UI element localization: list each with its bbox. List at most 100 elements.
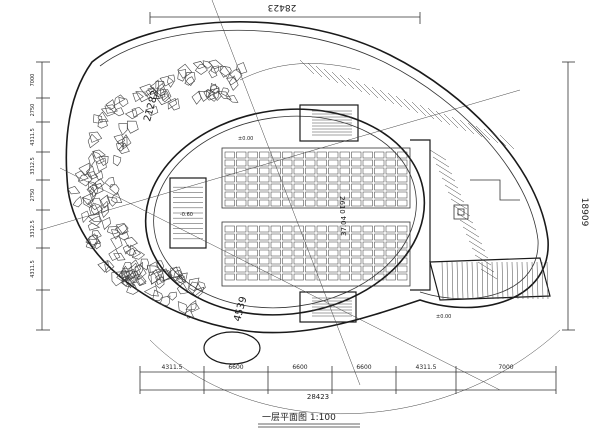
seat [259, 241, 270, 249]
seat [259, 175, 270, 183]
seat [293, 199, 304, 207]
ramp-southeast [429, 257, 551, 301]
seat [259, 225, 270, 233]
seat [305, 159, 316, 167]
seat [374, 233, 385, 241]
seat [328, 265, 339, 273]
dim-left-segment: 7000 [30, 74, 36, 87]
seat [351, 151, 362, 159]
seat [224, 273, 235, 281]
seat [351, 183, 362, 191]
main-hall-oval [144, 108, 426, 316]
seat [339, 257, 350, 265]
dimension-top: 28423 [149, 2, 421, 24]
seat [328, 233, 339, 241]
construction-lines [39, 0, 561, 415]
seat [293, 265, 304, 273]
seat [351, 257, 362, 265]
seat [374, 191, 385, 199]
seat [236, 167, 247, 175]
seating-lower-frame [221, 221, 411, 287]
seat [247, 241, 258, 249]
level-mark-b: -0.60 [180, 212, 193, 218]
seat [282, 233, 293, 241]
seat [351, 249, 362, 257]
seat [270, 199, 281, 207]
seat [293, 159, 304, 167]
seat [282, 257, 293, 265]
seat [328, 159, 339, 167]
seat [247, 225, 258, 233]
dim-top-label: 28423 [268, 2, 297, 12]
seat [385, 273, 396, 281]
seat [385, 159, 396, 167]
dim-bottom-segment: 7000 [498, 364, 513, 371]
seat [293, 225, 304, 233]
seat [316, 273, 327, 281]
seat [385, 183, 396, 191]
seat [305, 241, 316, 249]
seat [293, 175, 304, 183]
seat [351, 199, 362, 207]
seat [374, 183, 385, 191]
seat [305, 175, 316, 183]
seat [259, 167, 270, 175]
seat [247, 159, 258, 167]
seat [305, 183, 316, 191]
seat [339, 175, 350, 183]
seat [270, 225, 281, 233]
seat [374, 257, 385, 265]
seat [397, 183, 408, 191]
seat [236, 183, 247, 191]
seat [236, 225, 247, 233]
seat [374, 159, 385, 167]
seat [247, 233, 258, 241]
seat [385, 249, 396, 257]
seat [236, 199, 247, 207]
seat [293, 183, 304, 191]
seat [270, 241, 281, 249]
seat [339, 249, 350, 257]
seat [293, 273, 304, 281]
seat [397, 265, 408, 273]
seat [259, 273, 270, 281]
seat [247, 199, 258, 207]
dim-left-segment: 4311.5 [30, 260, 36, 278]
seat [270, 273, 281, 281]
seat [305, 167, 316, 175]
seat [362, 167, 373, 175]
seat [236, 233, 247, 241]
seat [224, 233, 235, 241]
seat [374, 167, 385, 175]
seat [328, 225, 339, 233]
seat [339, 167, 350, 175]
dim-left-segment: 2750 [30, 189, 36, 202]
seat [362, 175, 373, 183]
seat [362, 151, 373, 159]
seat [362, 159, 373, 167]
seat [339, 199, 350, 207]
seat [397, 233, 408, 241]
seat [224, 225, 235, 233]
seat [397, 159, 408, 167]
seat [362, 225, 373, 233]
seat [305, 225, 316, 233]
seat [339, 233, 350, 241]
dim-bottom-segment: 6600 [228, 364, 243, 371]
seat [339, 241, 350, 249]
seat [362, 249, 373, 257]
seat [351, 159, 362, 167]
seat [351, 265, 362, 273]
seating-lower [224, 225, 408, 281]
seat [351, 233, 362, 241]
seat [236, 273, 247, 281]
stair-south [299, 291, 357, 323]
stair-west [169, 177, 207, 249]
seat [316, 265, 327, 273]
seat [362, 265, 373, 273]
seat [224, 175, 235, 183]
seat [374, 273, 385, 281]
seat [339, 225, 350, 233]
